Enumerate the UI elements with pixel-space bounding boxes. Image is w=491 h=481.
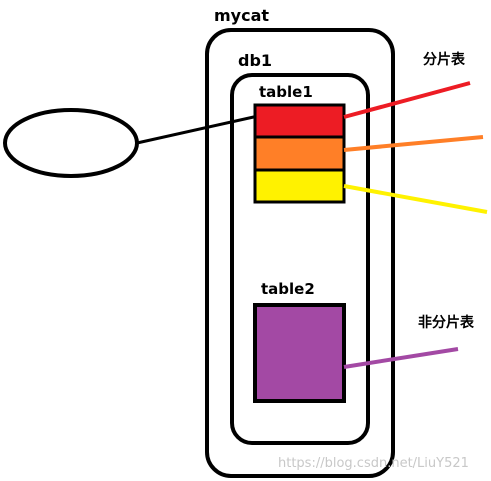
shard-1-line bbox=[343, 81, 471, 119]
table1-shard-1 bbox=[253, 103, 346, 139]
watermark: https://blog.csdn.net/LiuY521 bbox=[278, 456, 469, 471]
client-connection-line bbox=[136, 114, 259, 145]
sharded-table-label: 分片表 bbox=[423, 52, 465, 68]
table2-line bbox=[343, 347, 459, 369]
table1-shard-2 bbox=[253, 135, 346, 172]
shard-2-line bbox=[343, 135, 484, 152]
db1-label: db1 bbox=[238, 51, 273, 70]
shard-3-line bbox=[343, 184, 488, 214]
db1-container bbox=[230, 73, 370, 445]
table1-shard-3 bbox=[253, 168, 346, 204]
table1-label: table1 bbox=[259, 83, 313, 101]
table2-box bbox=[253, 303, 346, 403]
table2-label: table2 bbox=[261, 280, 315, 298]
mycat-container bbox=[205, 28, 395, 478]
non-sharded-table-label: 非分片表 bbox=[418, 315, 474, 331]
client-ellipse bbox=[3, 108, 139, 178]
mycat-label: mycat bbox=[214, 6, 270, 25]
